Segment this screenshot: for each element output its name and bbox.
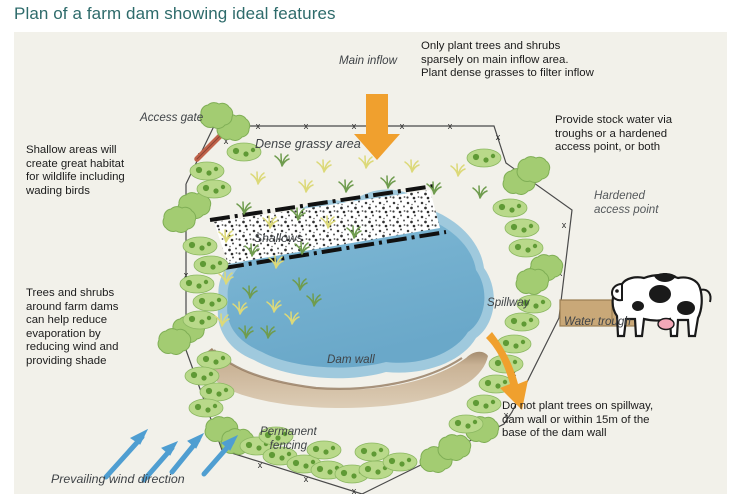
svg-text:x: x: [304, 474, 309, 484]
note-spillway-warning: Do not plant trees on spillway, dam wall…: [502, 400, 654, 440]
label-prevailing-wind: Prevailing wind direction: [51, 472, 185, 486]
label-water-trough: Water trough: [564, 315, 631, 328]
svg-text:x: x: [400, 121, 405, 131]
label-dam-wall: Dam wall: [327, 353, 375, 366]
svg-text:x: x: [304, 121, 309, 131]
dam-wall-shape: [203, 348, 489, 408]
svg-text:x: x: [352, 486, 357, 494]
spillway-arrow-icon: [486, 332, 528, 410]
label-spillway: Spillway: [487, 296, 530, 309]
label-main-inflow: Main inflow: [339, 54, 397, 67]
label-hardened-access-point: Hardened access point: [594, 189, 659, 216]
svg-text:x: x: [448, 121, 453, 131]
svg-text:x: x: [184, 270, 189, 280]
note-inflow-planting: Only plant trees and shrubs sparsely on …: [421, 40, 594, 80]
note-shallow-areas: Shallow areas will create great habitat …: [26, 144, 125, 197]
diagram-canvas: xx xx xx xx xx xx xx xx xx xx xx xx: [14, 32, 727, 494]
note-trees-shrubs: Trees and shrubs around farm dams can he…: [26, 287, 119, 367]
note-stock-water: Provide stock water via troughs or a har…: [555, 114, 673, 154]
main-inflow-arrow-icon: [354, 94, 400, 160]
label-access-gate: Access gate: [140, 111, 204, 124]
svg-text:x: x: [256, 121, 261, 131]
label-shallows: Shallows: [254, 231, 303, 245]
page-title: Plan of a farm dam showing ideal feature…: [14, 4, 336, 23]
cow-icon: [610, 273, 712, 338]
svg-text:x: x: [258, 460, 263, 470]
svg-text:x: x: [496, 132, 501, 142]
svg-text:x: x: [504, 410, 509, 420]
svg-text:x: x: [352, 121, 357, 131]
svg-text:x: x: [562, 220, 567, 230]
farm-dam-illustration: xx xx xx xx xx xx xx xx xx xx xx xx: [103, 94, 712, 494]
label-dense-grassy-area: Dense grassy area: [255, 137, 361, 151]
prevailing-wind-arrows-icon: [103, 428, 239, 483]
label-permanent-fencing: Permanent fencing: [260, 425, 317, 452]
svg-text:x: x: [224, 136, 229, 146]
